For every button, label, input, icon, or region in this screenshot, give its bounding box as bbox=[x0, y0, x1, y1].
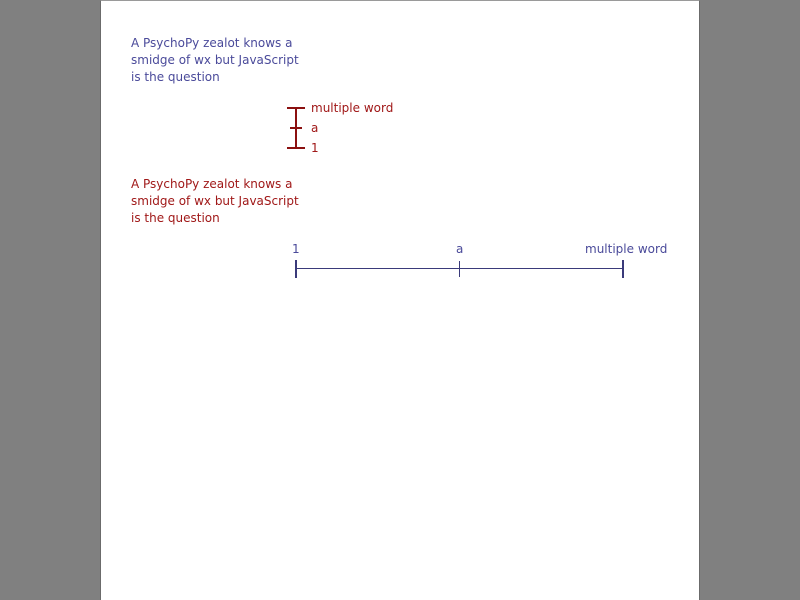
slider-label-a: a bbox=[456, 242, 464, 256]
question-text-top: A PsychoPy zealot knows a smidge of wx b… bbox=[131, 36, 299, 84]
slider-tick-middle[interactable] bbox=[459, 261, 460, 277]
vertical-rating-slider[interactable]: multiple word a 1 bbox=[286, 100, 406, 160]
slider-tick-top[interactable] bbox=[287, 107, 305, 109]
question-text-bottom: A PsychoPy zealot knows a smidge of wx b… bbox=[131, 177, 299, 225]
slider-label-1: 1 bbox=[311, 141, 319, 155]
slider-tick-middle[interactable] bbox=[290, 127, 302, 129]
slider-tick-left[interactable] bbox=[295, 260, 297, 278]
slider-label-multiple-word: multiple word bbox=[311, 101, 394, 115]
slider-label-a: a bbox=[311, 121, 319, 135]
horizontal-rating-slider[interactable]: 1 a multiple word bbox=[281, 241, 681, 286]
slider-tick-right[interactable] bbox=[622, 260, 624, 278]
slider-tick-bottom[interactable] bbox=[287, 147, 305, 149]
slider-label-1: 1 bbox=[292, 242, 300, 256]
experiment-window: A PsychoPy zealot knows a smidge of wx b… bbox=[100, 0, 700, 600]
slider-label-multiple-word: multiple word bbox=[585, 242, 668, 256]
